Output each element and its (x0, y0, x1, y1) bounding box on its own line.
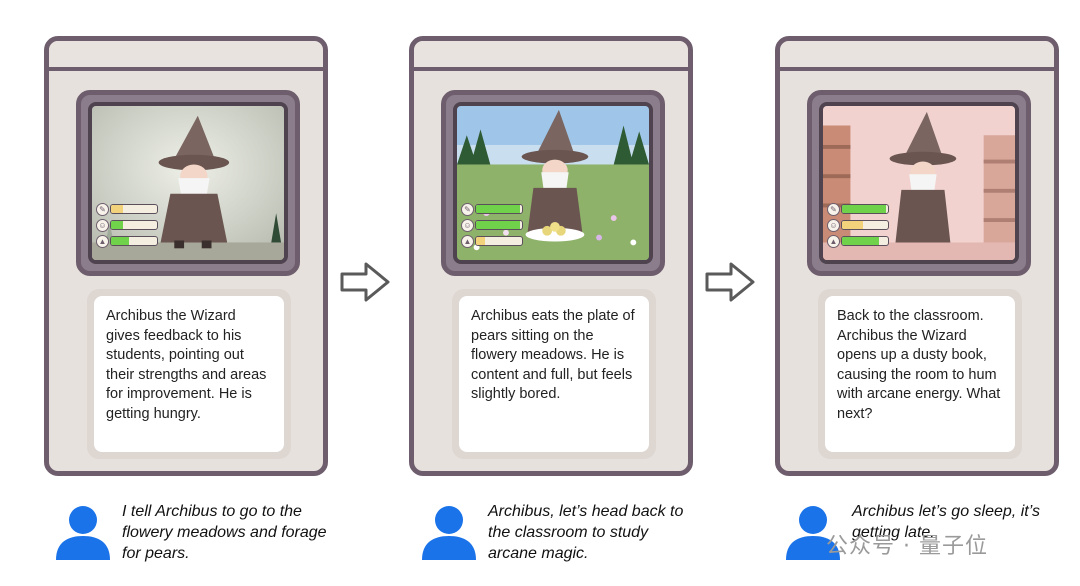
game-screen: ✎ ☺ ▲ (819, 102, 1019, 264)
energy-icon: ▲ (461, 235, 474, 248)
status-bars: ✎ ☺ ▲ (461, 202, 523, 250)
panel-2: ✎ ☺ ▲ Archibus eats the plate of pears s… (409, 0, 709, 586)
food-icon: ✎ (827, 203, 840, 216)
screen-frame: ✎ ☺ ▲ (441, 90, 665, 276)
fun-meter: ☺ (827, 218, 889, 234)
panel-1: ✎ ☺ ▲ Archibus the Wizard gives feedback… (44, 0, 344, 586)
hunger-fill (476, 205, 520, 213)
user-avatar-icon (422, 506, 476, 560)
screen-frame: ✎ ☺ ▲ (807, 90, 1031, 276)
device-top-bar (49, 41, 323, 71)
status-bars: ✎ ☺ ▲ (96, 202, 158, 250)
user-avatar-icon (786, 506, 840, 560)
energy-fill (476, 237, 486, 245)
fun-meter: ☺ (461, 218, 523, 234)
fun-icon: ☺ (461, 219, 474, 232)
description-box: Back to the classroom. Archibus the Wiza… (818, 289, 1022, 459)
description-box: Archibus eats the plate of pears sitting… (452, 289, 656, 459)
energy-meter: ▲ (461, 234, 523, 250)
game-screen: ✎ ☺ ▲ (453, 102, 653, 264)
fun-fill (476, 221, 520, 229)
arrow-right-icon (340, 262, 390, 302)
game-device: ✎ ☺ ▲ Back to the classroom. Archibus th… (775, 36, 1059, 476)
status-bars: ✎ ☺ ▲ (827, 202, 889, 250)
description-text: Back to the classroom. Archibus the Wiza… (825, 296, 1015, 452)
watermark: 公众号 · 量子位 (780, 528, 988, 560)
wizard-library-scene (823, 106, 1015, 260)
device-top-bar (780, 41, 1054, 71)
description-box: Archibus the Wizard gives feedback to hi… (87, 289, 291, 459)
watermark-text: 公众号 · 量子位 (826, 534, 988, 559)
hunger-fill (111, 205, 123, 213)
game-device: ✎ ☺ ▲ Archibus the Wizard gives feedback… (44, 36, 328, 476)
user-prompt-text: Archibus let’s go sleep, it’s getting la… (852, 503, 1040, 541)
fun-icon: ☺ (827, 219, 840, 232)
energy-icon: ▲ (96, 235, 109, 248)
energy-fill (111, 237, 130, 245)
description-text: Archibus eats the plate of pears sitting… (459, 296, 649, 452)
panel-3: ✎ ☺ ▲ Back to the classroom. Archibus th… (775, 0, 1075, 586)
hunger-meter: ✎ (96, 202, 158, 218)
arrow-right-icon (705, 262, 755, 302)
fun-fill (111, 221, 123, 229)
user-prompt-text: I tell Archibus to go to the flowery mea… (122, 503, 327, 562)
game-device: ✎ ☺ ▲ Archibus eats the plate of pears s… (409, 36, 693, 476)
energy-fill (842, 237, 879, 245)
energy-icon: ▲ (827, 235, 840, 248)
wizard-classroom-scene (92, 106, 284, 260)
food-icon: ✎ (96, 203, 109, 216)
fun-meter: ☺ (96, 218, 158, 234)
hunger-fill (842, 205, 886, 213)
screen-frame: ✎ ☺ ▲ (76, 90, 300, 276)
user-prompt-text: Archibus, let’s head back to the classro… (488, 503, 684, 562)
description-text: Archibus the Wizard gives feedback to hi… (94, 296, 284, 452)
fun-fill (842, 221, 863, 229)
energy-meter: ▲ (96, 234, 158, 250)
hunger-meter: ✎ (461, 202, 523, 218)
hunger-meter: ✎ (827, 202, 889, 218)
user-avatar-icon (56, 506, 110, 560)
game-screen: ✎ ☺ ▲ (88, 102, 288, 264)
fun-icon: ☺ (96, 219, 109, 232)
food-icon: ✎ (461, 203, 474, 216)
energy-meter: ▲ (827, 234, 889, 250)
device-top-bar (414, 41, 688, 71)
